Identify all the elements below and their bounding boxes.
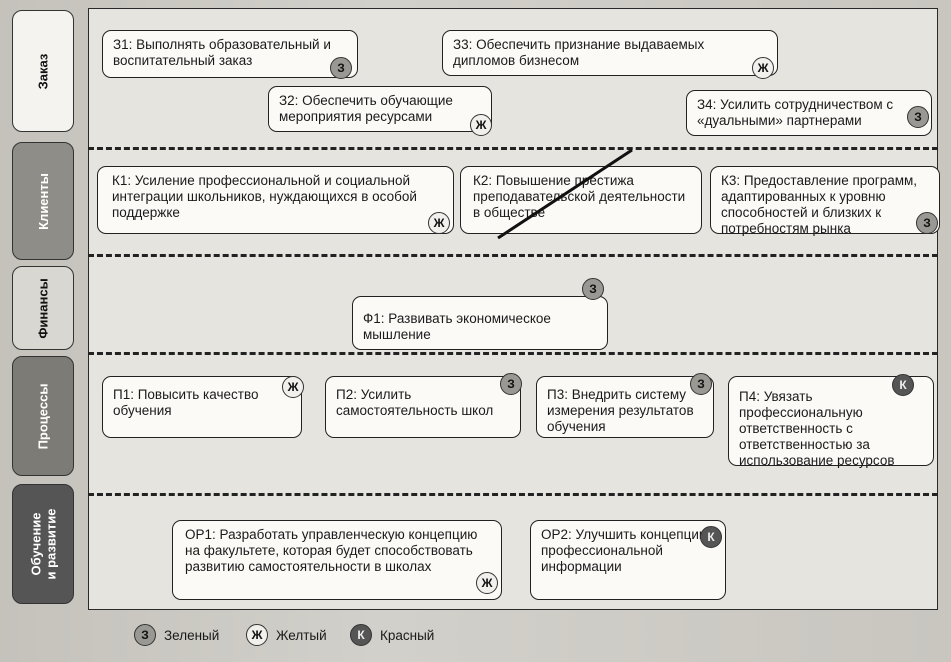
- separator: [88, 493, 938, 496]
- legend-label: Зеленый: [164, 627, 220, 643]
- objective-p2[interactable]: П2: Усилить самостоятельность школ: [325, 376, 521, 438]
- objective-z4[interactable]: З4: Усилить сотрудничеством с «дуальными…: [686, 90, 932, 136]
- objective-text: З2: Обеспечить обучающие мероприятия рес…: [279, 93, 453, 124]
- status-badge: К: [892, 374, 914, 396]
- perspective-tab-finance: Финансы: [12, 266, 74, 350]
- objective-p3[interactable]: П3: Внедрить систему измерения результат…: [536, 376, 714, 438]
- objective-z2[interactable]: З2: Обеспечить обучающие мероприятия рес…: [268, 86, 492, 132]
- objective-text: П1: Повысить качество обучения: [113, 387, 259, 418]
- legend-item-green: З Зеленый: [134, 624, 219, 646]
- status-badge: Ж: [428, 212, 450, 234]
- objective-p4[interactable]: П4: Увязать профессиональную ответственн…: [728, 376, 934, 468]
- objective-k3[interactable]: К3: Предоставление программ, адаптирован…: [710, 166, 940, 236]
- objective-text: З3: Обеспечить признание выдаваемых дипл…: [453, 37, 705, 68]
- status-badge: З: [500, 373, 522, 395]
- objective-or2[interactable]: ОР2: Улучшить концепцию профессиональной…: [530, 520, 726, 600]
- objective-text: К3: Предоставление программ, адаптирован…: [721, 173, 918, 236]
- legend-label: Желтый: [276, 627, 327, 643]
- legend-badge: Ж: [246, 624, 268, 646]
- objective-text: П2: Усилить самостоятельность школ: [336, 387, 494, 418]
- legend-label: Красный: [380, 627, 435, 643]
- perspective-tab-learning: Обучение и развитие: [12, 484, 74, 604]
- status-badge: З: [907, 106, 929, 128]
- objective-text: П4: Увязать профессиональную ответственн…: [739, 389, 895, 468]
- objective-k1[interactable]: К1: Усиление профессиональной и социальн…: [97, 166, 454, 234]
- status-badge: Ж: [470, 114, 492, 136]
- legend-badge: К: [350, 624, 372, 646]
- status-badge: З: [582, 278, 604, 300]
- objective-text: П3: Внедрить систему измерения результат…: [547, 387, 694, 434]
- separator: [88, 352, 938, 355]
- objective-text: З1: Выполнять образовательный и воспитат…: [113, 37, 331, 68]
- objective-z1[interactable]: З1: Выполнять образовательный и воспитат…: [102, 30, 358, 78]
- status-badge: З: [330, 57, 352, 79]
- status-badge: Ж: [752, 57, 774, 79]
- objective-text: ОР1: Разработать управленческую концепци…: [185, 527, 478, 574]
- legend-item-yellow: Ж Желтый: [246, 624, 327, 646]
- status-badge: З: [916, 212, 938, 234]
- legend-badge: З: [134, 624, 156, 646]
- status-badge: Ж: [282, 376, 304, 398]
- objective-text: ОР2: Улучшить концепцию профессиональной…: [541, 527, 710, 574]
- status-badge: З: [690, 373, 712, 395]
- objective-or1[interactable]: ОР1: Разработать управленческую концепци…: [172, 520, 502, 600]
- separator: [88, 254, 938, 257]
- objective-text: З4: Усилить сотрудничеством с «дуальными…: [697, 97, 894, 128]
- perspective-tab-clients: Клиенты: [12, 142, 74, 260]
- perspective-tab-order: Заказ: [12, 10, 74, 132]
- objective-text: Ф1: Развивать экономическое мышление: [363, 311, 551, 342]
- objective-p1[interactable]: П1: Повысить качество обучения: [102, 376, 302, 438]
- objective-text: К1: Усиление профессиональной и социальн…: [112, 173, 417, 220]
- legend-item-red: К Красный: [350, 624, 434, 646]
- status-badge: К: [700, 526, 722, 548]
- objective-f1[interactable]: Ф1: Развивать экономическое мышление: [352, 296, 608, 350]
- perspective-tab-processes: Процессы: [12, 356, 74, 476]
- status-badge: Ж: [476, 572, 498, 594]
- separator: [88, 147, 938, 150]
- objective-z3[interactable]: З3: Обеспечить признание выдаваемых дипл…: [442, 30, 778, 76]
